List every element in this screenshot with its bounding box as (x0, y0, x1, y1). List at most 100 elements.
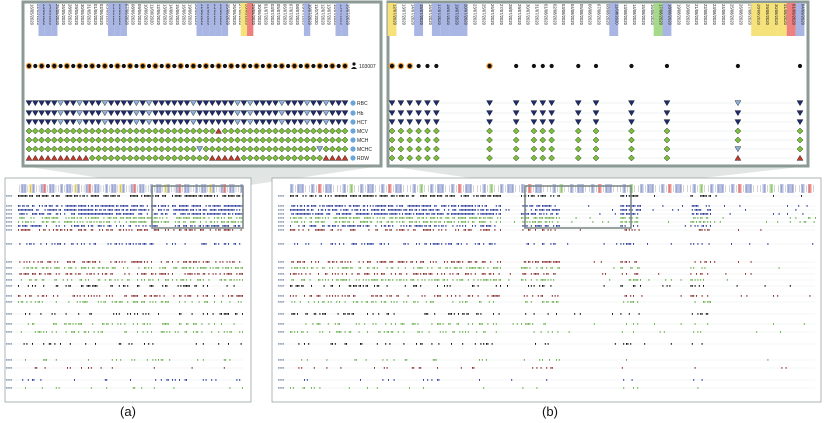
triangle-down-marker (246, 100, 254, 107)
overview-marker (467, 229, 469, 231)
overview-marker (551, 295, 553, 297)
diamond-marker (63, 136, 71, 144)
row-label-mark (6, 295, 8, 297)
overview-marker (212, 213, 214, 215)
overview-marker (704, 221, 706, 223)
date-label: 13/07/2020 (401, 4, 406, 26)
overview-marker (698, 229, 700, 231)
overview-marker (162, 285, 164, 287)
overview-marker (233, 209, 235, 211)
overview-marker (529, 323, 531, 325)
overview-marker (430, 261, 431, 263)
overview-marker (166, 213, 168, 215)
overview-marker (701, 195, 703, 197)
triangle-down-marker (31, 100, 39, 107)
overview-marker (693, 221, 695, 223)
overview-marker (294, 205, 296, 207)
overview-marker (198, 213, 200, 215)
overview-marker (558, 359, 560, 361)
overview-marker (144, 221, 145, 223)
overview-marker (72, 323, 74, 325)
overview-marker (455, 213, 457, 215)
overview-marker (484, 195, 486, 197)
overview-marker (467, 261, 469, 263)
overview-marker (225, 359, 227, 361)
date-label: 08/07/2020 (295, 4, 300, 26)
overview-marker (455, 205, 457, 207)
overview-marker (680, 279, 682, 281)
overview-marker (421, 343, 423, 345)
overview-marker (441, 195, 443, 197)
overview-marker (368, 195, 370, 197)
overview-marker (306, 331, 308, 333)
event-dot (216, 63, 221, 69)
overview-marker (423, 387, 424, 389)
overview-marker (83, 195, 85, 197)
date-label: 11/08/2020 (614, 4, 619, 25)
overview-marker (172, 205, 173, 207)
overview-marker (451, 195, 452, 197)
triangle-down-marker (152, 119, 159, 126)
overview-marker (392, 213, 394, 215)
overview-marker (141, 205, 143, 207)
overview-marker (700, 213, 702, 215)
overview-marker (339, 205, 340, 207)
diamond-marker (177, 145, 184, 153)
diamond-marker (397, 136, 405, 144)
overview-marker (312, 323, 314, 325)
event-dot (317, 63, 322, 69)
overview-marker (403, 323, 405, 325)
overview-marker (334, 195, 336, 197)
overview-marker (99, 279, 101, 281)
person-icon (351, 67, 357, 69)
diamond-marker (406, 127, 414, 135)
overview-marker (536, 273, 538, 275)
triangle-down-marker (406, 110, 414, 117)
overview-marker (354, 195, 356, 197)
overview-marker (441, 243, 443, 245)
overview-marker (392, 267, 394, 269)
diamond-marker (69, 127, 77, 135)
overview-marker (57, 217, 59, 219)
overview-marker (207, 313, 208, 315)
overview-marker (707, 313, 709, 315)
overview-marker (428, 213, 430, 215)
overview-marker (315, 313, 317, 315)
overview-marker (543, 279, 545, 281)
overview-marker (236, 209, 238, 211)
overview-marker (404, 359, 406, 361)
overview-marker (557, 221, 559, 223)
overview-marker (648, 279, 650, 281)
overview-marker (418, 217, 420, 219)
overview-marker (400, 209, 402, 211)
overview-marker (312, 209, 314, 211)
overview-marker (117, 323, 119, 325)
triangle-down-marker (101, 110, 109, 117)
event-dot (664, 63, 670, 69)
overview-marker (690, 221, 692, 223)
overview-marker (403, 217, 405, 219)
overview-marker (463, 229, 465, 231)
overview-marker (141, 273, 143, 275)
overview-marker (451, 343, 452, 345)
overview-marker (379, 243, 381, 245)
overview-marker (202, 229, 204, 231)
overview-marker (208, 261, 210, 263)
overview-marker (789, 285, 791, 287)
overview-marker (348, 221, 350, 223)
overview-marker (500, 205, 501, 207)
overview-marker (121, 217, 123, 219)
row-label-mark (6, 359, 8, 361)
overview-marker (74, 225, 75, 227)
overview-marker (626, 343, 627, 345)
overview-marker (229, 213, 231, 215)
overview-marker (186, 267, 187, 269)
overview-marker (434, 313, 436, 315)
overview-marker (372, 217, 374, 219)
overview-marker (556, 261, 557, 263)
overview-marker (602, 221, 604, 223)
overview-marker (544, 225, 546, 227)
overview-marker (696, 273, 697, 275)
overview-marker (701, 313, 703, 315)
diamond-marker (297, 145, 305, 153)
